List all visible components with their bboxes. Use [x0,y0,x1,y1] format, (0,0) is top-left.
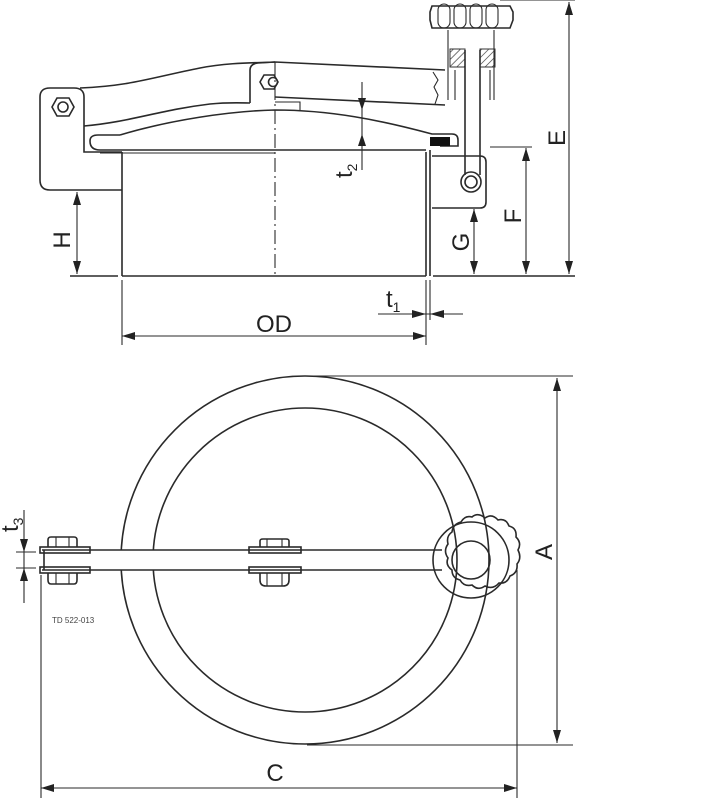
dimension-label-g: G [448,233,475,252]
center-bolt [248,538,302,587]
dimension-label-f: F [500,209,527,224]
dimension-label-od: OD [256,311,292,338]
dimension-label-c: C [266,760,283,787]
dimension-t2: t2 [331,82,366,178]
dimension-e: E [544,2,573,274]
side-view: H t2 G F [39,0,575,345]
hex-nut-icon [51,97,75,117]
handwheel [429,0,575,175]
dimension-f: F [490,146,532,274]
dimension-h: H [49,192,81,274]
dimension-g: G [448,209,478,274]
lid-arm [79,61,446,127]
dimension-t1: t1 [378,286,463,318]
dimension-od: OD [122,311,426,340]
drawing-reference: TD 522-013 [52,616,95,625]
latch-bracket [432,155,487,209]
pivot-pin-icon [460,171,482,193]
dimension-label-a: A [531,544,558,560]
dimension-c: C [40,570,518,798]
seal-gasket [430,137,450,146]
dimension-label-t2: t2 [331,163,360,178]
dimension-label-t3: t3 [0,517,26,532]
dimension-a: A [307,375,573,746]
dimension-label-h: H [49,231,76,248]
dimension-label-e: E [544,130,571,146]
dimension-label-t1: t1 [386,286,401,315]
top-view: t3 TD 522-013 A C [0,375,573,798]
hinge-bolt [39,536,91,585]
hinge-bracket [39,87,122,191]
handwheel-top-icon [432,513,521,599]
shell-body [70,150,575,345]
dimension-t3: t3 [0,510,36,603]
lid-dish [89,109,459,154]
